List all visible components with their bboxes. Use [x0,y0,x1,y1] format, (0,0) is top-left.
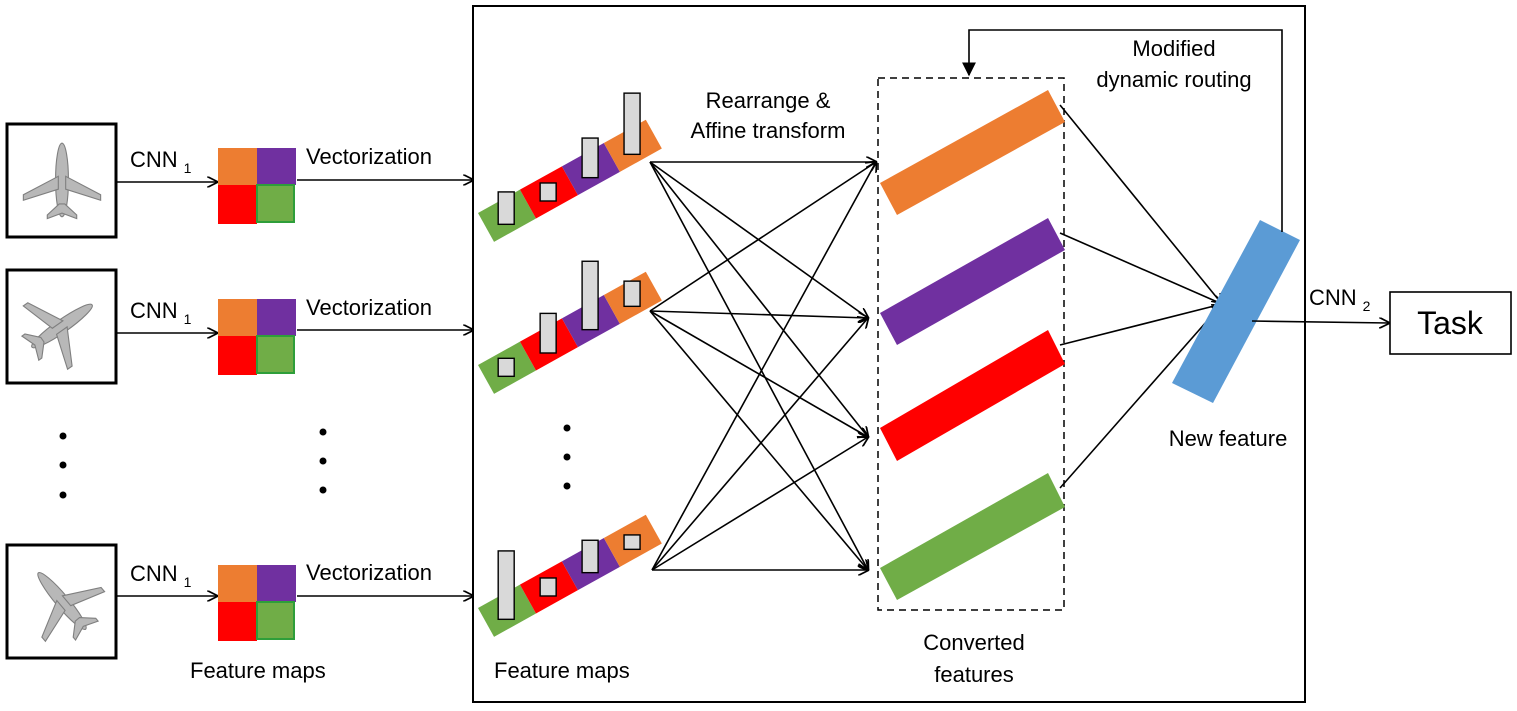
feature-value-bar [581,539,599,574]
feature-value-bar [581,260,599,331]
feature-value-bar [623,534,641,551]
routing-label-line2: dynamic routing [1096,67,1251,92]
vectorized-feature-map [478,92,662,242]
feature-value-bar [497,550,515,621]
input-view-3 [5,543,118,660]
feature-value-bar [623,92,641,156]
new-feature-label: New feature [1169,426,1288,451]
vectorization-row-3: Vectorization [297,560,473,596]
feature-value-bar [581,137,599,179]
task-box [1389,291,1512,355]
feature-value-bar [539,577,557,597]
converted-label-line1: Converted [923,630,1025,655]
vectorized-feature-maps [478,92,662,637]
processing-module-box [472,5,1306,703]
rearrange-label-line2: Affine transform [691,118,846,143]
converted-feature-purple [880,218,1065,345]
transform-connection [649,162,876,312]
routing-connections [1059,104,1222,489]
feature-maps-label-left: Feature maps [190,658,326,683]
converted-feature-green [880,473,1065,600]
converted-feature-bars [880,90,1065,600]
converted-label-line2: features [934,662,1014,687]
transform-connection [649,310,868,318]
input-view-1 [5,122,118,239]
new-feature-bar [1172,220,1300,403]
vectorization-label: Vectorization [306,295,432,320]
feature-maps-label-mid: Feature maps [494,658,630,683]
transform-connection [651,162,876,571]
rearrange-label-line1: Rearrange & [706,88,831,113]
vectorization-row-2: Vectorization [297,295,473,330]
vectorized-feature-map [478,260,662,394]
feature-map-grid [218,565,296,641]
feature-value-bar [539,312,557,354]
transform-connection [649,161,868,437]
feature-value-bar [497,357,515,378]
feature-map-grid [218,299,296,375]
routing-label-line1: Modified [1132,36,1215,61]
feature-map-grids [218,148,296,641]
transform-connection [651,318,868,571]
vertical-ellipsis-icon [59,424,571,499]
transform-connection [649,310,868,570]
vectorized-feature-map [478,514,662,637]
feature-value-bar [497,191,515,226]
transform-connection [651,437,868,571]
transform-connection [649,161,868,570]
feature-map-grid [218,148,296,224]
feature-value-bar [623,280,641,308]
vectorization-label: Vectorization [306,560,432,585]
converted-feature-orange [880,90,1065,215]
task-label: Task [1417,305,1484,341]
converted-feature-red [880,330,1065,461]
feature-value-bar [539,182,557,202]
vectorization-row-1: Vectorization [297,144,473,180]
converted-features-box [877,77,1065,611]
input-view-2 [5,268,118,385]
dynamic-routing-feedback-arrow [962,29,1283,232]
cnn2-arrow [1251,321,1389,323]
vectorization-label: Vectorization [306,144,432,169]
affine-transform-connections [649,161,876,571]
